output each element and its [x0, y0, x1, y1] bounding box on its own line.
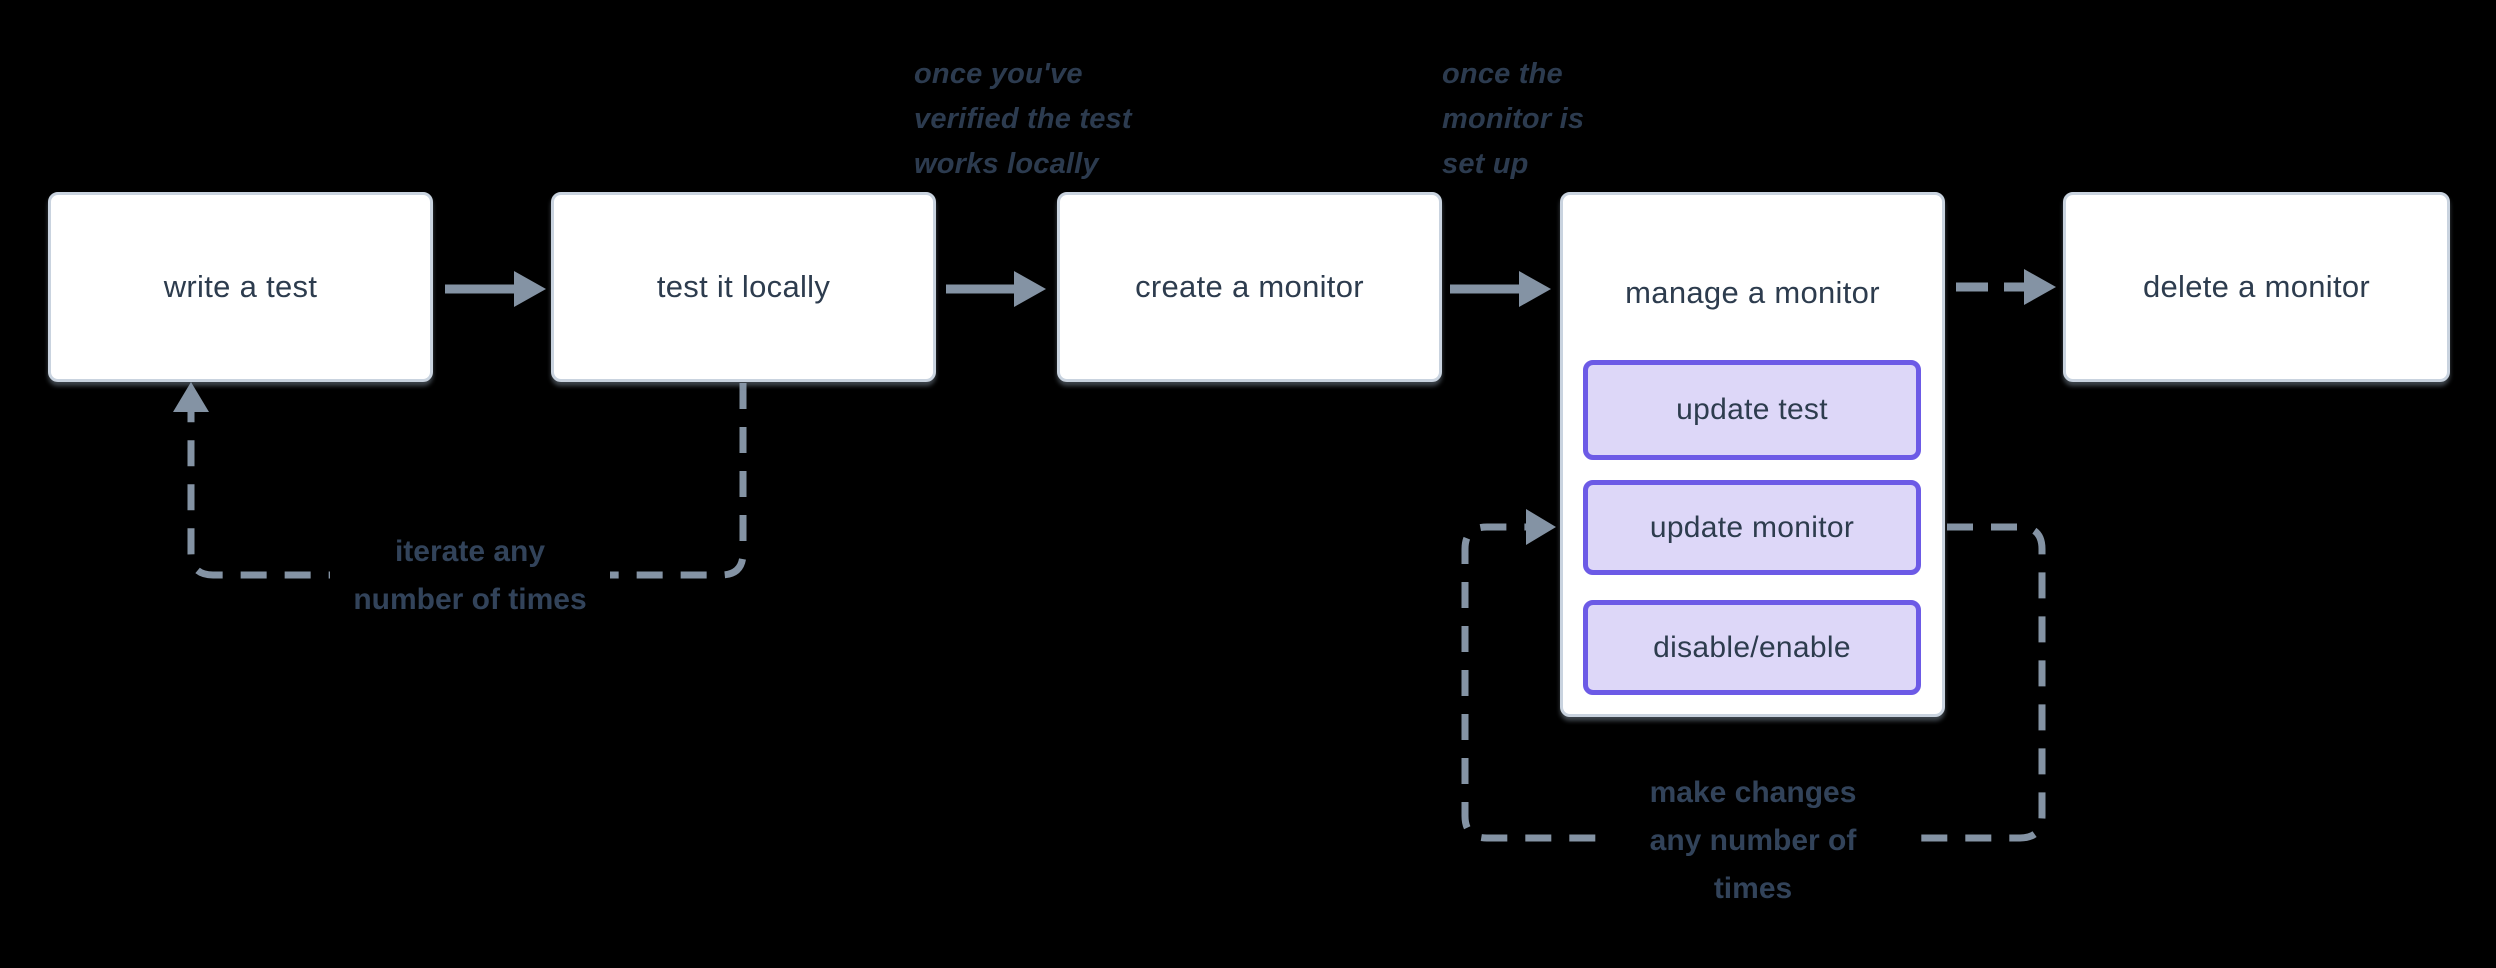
- node-label: test it locally: [656, 269, 831, 304]
- loop-label-line: iterate any: [394, 535, 546, 568]
- annotation-verified-locally: once you've verified the test works loca…: [914, 52, 1132, 187]
- node-label: manage a monitor: [1625, 275, 1880, 310]
- action-label: disable/enable: [1653, 630, 1851, 664]
- annotation-monitor-setup: once the monitor is set up: [1442, 52, 1584, 187]
- arrowhead-icon: [1526, 509, 1556, 545]
- action-label: update monitor: [1649, 510, 1855, 544]
- loop-label-line: number of times: [353, 583, 587, 616]
- arrowhead-icon: [514, 271, 546, 307]
- node-write-a-test: write a test: [48, 192, 433, 382]
- action-disable-enable: disable/enable: [1583, 600, 1921, 695]
- annotation-line: once you've: [914, 58, 1083, 90]
- node-test-it-locally: test it locally: [551, 192, 936, 382]
- annotation-line: monitor is: [1442, 103, 1585, 135]
- node-manage-a-monitor: manage a monitor update test update moni…: [1560, 192, 1945, 717]
- action-label: update test: [1676, 393, 1828, 426]
- loop-label-line: make changes: [1649, 776, 1857, 809]
- annotation-line: once the: [1442, 58, 1563, 90]
- arrow-manage-to-delete: [1956, 269, 2056, 305]
- loop-label-make-changes: make changes any number of times: [1601, 769, 1905, 913]
- loop-label-line: any number of: [1649, 824, 1857, 857]
- node-label: create a monitor: [1135, 269, 1364, 304]
- node-delete-a-monitor: delete a monitor: [2063, 192, 2450, 382]
- annotation-line: works locally: [914, 148, 1099, 180]
- node-create-a-monitor: create a monitor: [1057, 192, 1442, 382]
- action-update-test: update test: [1583, 360, 1921, 460]
- arrowhead-icon: [2024, 269, 2056, 305]
- arrowhead-icon: [173, 382, 209, 412]
- node-label: delete a monitor: [2142, 269, 2371, 304]
- manage-monitor-title: manage a monitor: [1563, 195, 1942, 391]
- loop-label-iterate: iterate any number of times: [330, 528, 610, 624]
- arrowhead-icon: [1519, 271, 1551, 307]
- action-update-monitor: update monitor: [1583, 480, 1921, 575]
- arrow-create-to-manage: [1450, 271, 1551, 307]
- annotation-line: set up: [1442, 148, 1529, 180]
- annotation-line: verified the test: [914, 103, 1132, 135]
- arrow-test-to-create: [946, 271, 1046, 307]
- arrow-write-to-test: [445, 271, 546, 307]
- loop-label-line: times: [1713, 872, 1793, 905]
- arrowhead-icon: [1014, 271, 1046, 307]
- node-label: write a test: [163, 269, 318, 304]
